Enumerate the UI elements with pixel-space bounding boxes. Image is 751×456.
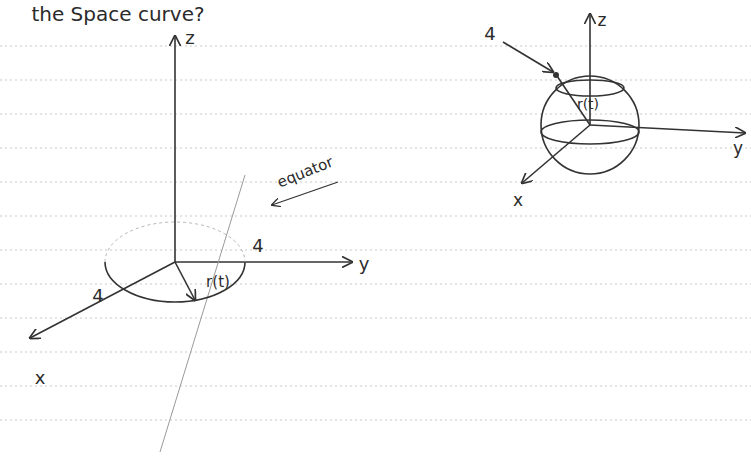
axis-label: z xyxy=(185,29,194,47)
axis-label: y xyxy=(733,140,743,157)
left-axes xyxy=(30,36,352,338)
axis-label: z xyxy=(598,12,607,29)
axis-label: x xyxy=(513,192,523,209)
guide-line xyxy=(160,175,245,452)
vector-label: r(t) xyxy=(206,275,230,290)
radius-label: 4 xyxy=(484,25,495,43)
sphere xyxy=(503,14,745,183)
vector-label: r(t) xyxy=(577,97,599,111)
question-note: the Space curve? xyxy=(31,4,204,24)
curve-point xyxy=(553,72,559,78)
position-vector xyxy=(175,262,195,300)
back-arc xyxy=(105,222,245,262)
ruled-lines xyxy=(0,46,751,420)
circle-arc xyxy=(105,262,245,302)
radius-label: 4 xyxy=(252,237,263,255)
axis-label: y xyxy=(359,255,370,273)
note-label: equator xyxy=(275,154,335,190)
radius-label: 4 xyxy=(92,287,103,305)
axis-label: x xyxy=(35,369,46,387)
